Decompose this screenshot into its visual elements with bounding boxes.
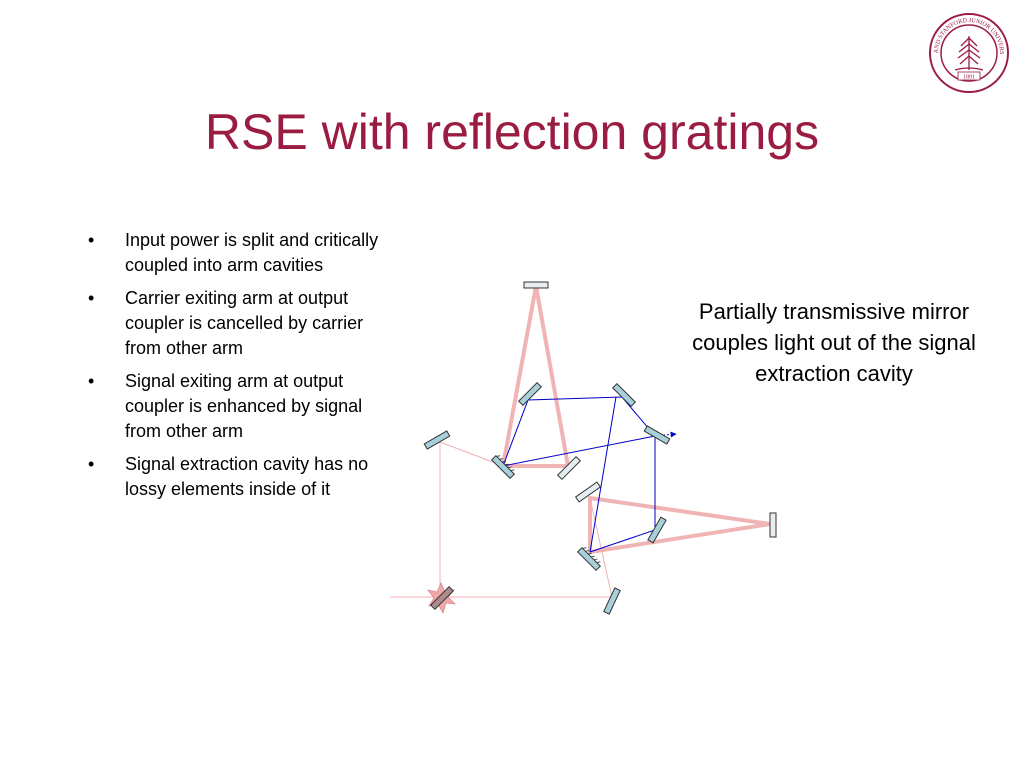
bullet-item: •Carrier exiting arm at output coupler i… [88, 288, 364, 358]
bullet-item: •Input power is split and critically cou… [88, 230, 379, 275]
tree-icon [954, 36, 984, 71]
bullet-item: •Signal exiting arm at output coupler is… [88, 371, 363, 441]
bullet-list: •Input power is split and critically cou… [80, 228, 380, 510]
bullet-item: •Signal extraction cavity has no lossy e… [88, 454, 369, 499]
grating-icon [576, 546, 602, 572]
mirror-icon [643, 425, 671, 445]
grating-icon [490, 454, 516, 480]
page-title: RSE with reflection gratings [204, 104, 820, 160]
mirror-icon [423, 430, 451, 450]
stanford-seal-icon: LELAND STANFORD JUNIOR UNIVERSITY 1891 [928, 12, 1009, 93]
end-mirror-icon [523, 281, 549, 289]
rse-optical-diagram [390, 281, 777, 615]
mirror-icon [556, 455, 582, 481]
mirror-icon [603, 587, 621, 615]
beamsplitter-icon [429, 585, 455, 611]
end-mirror-icon [769, 512, 777, 538]
seal-year: 1891 [963, 75, 975, 81]
diagram-caption: Partially transmissive mirror couples li… [692, 299, 976, 386]
mirror-icon [611, 382, 637, 408]
mirrors [423, 281, 777, 615]
mirror-icon [574, 481, 602, 503]
mirror-icon [517, 381, 543, 407]
gratings [490, 454, 602, 572]
arm-cavity-beams [501, 285, 771, 555]
mirror-icon [647, 516, 667, 544]
